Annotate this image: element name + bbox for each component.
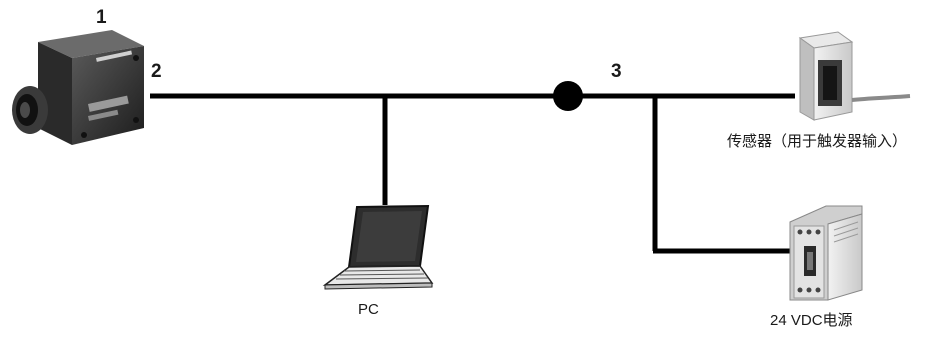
din-rail-power-supply-icon [789, 205, 863, 301]
power-supply-label: 24 VDC电源 [770, 312, 853, 329]
cable-junction-node [553, 81, 583, 111]
laptop-icon [322, 204, 434, 290]
industrial-camera-icon [12, 30, 144, 145]
connection-lines [150, 93, 795, 254]
photoelectric-sensor-icon [798, 31, 911, 121]
callout-cable-camera: 2 [151, 61, 162, 82]
callout-cable-io: 3 [611, 61, 622, 82]
sensor-label: 传感器（用于触发器输入） [727, 133, 908, 150]
callout-camera: 1 [96, 7, 107, 28]
pc-label: PC [358, 301, 379, 318]
